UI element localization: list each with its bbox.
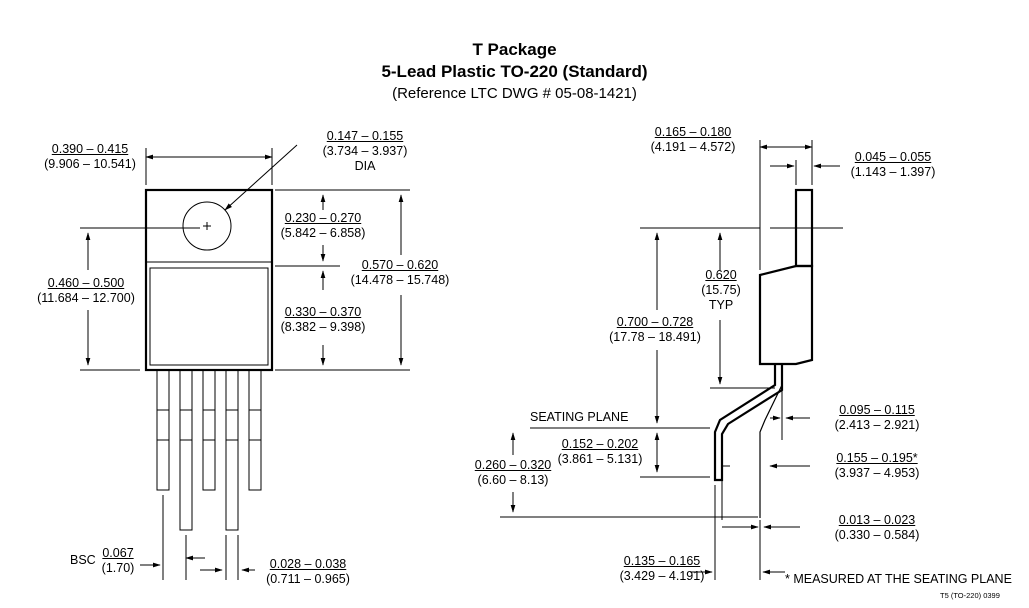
drawing-title: T Package (472, 40, 557, 59)
width-dim: 0.390 – 0.415(9.906 – 10.541) (44, 142, 136, 171)
left-height-dim: 0.460 – 0.500(11.684 – 12.700) (37, 276, 135, 305)
bsc-label: BSC (70, 553, 96, 567)
lead-thickness-dim: 0.013 – 0.023(0.330 – 0.584) (834, 513, 920, 542)
front-view-outline (144, 188, 274, 531)
overall-dim: 0.700 – 0.728(17.78 – 18.491) (609, 315, 701, 344)
lead-pitch-dim: 0.067(1.70) (101, 546, 135, 575)
seating-plane-label: SEATING PLANE (530, 410, 629, 424)
lead-width-dim: 0.028 – 0.038(0.711 – 0.965) (266, 557, 350, 586)
lead-length-dim: 0.260 – 0.320(6.60 – 8.13) (474, 458, 552, 487)
hole-center-dim: 0.230 – 0.270(5.842 – 6.858) (280, 211, 366, 240)
tab-thickness-dim: 0.045 – 0.055(1.143 – 1.397) (850, 150, 936, 179)
tab-height-dim: 0.570 – 0.620(14.478 – 15.748) (350, 258, 450, 287)
offset1-dim: 0.095 – 0.115(2.413 – 2.921) (834, 403, 920, 432)
offset2-dim: 0.155 – 0.195*(3.937 – 4.953) (834, 451, 920, 480)
drawing-subtitle: 5-Lead Plastic TO-220 (Standard) (381, 62, 648, 81)
lower-body-dim: 0.330 – 0.370(8.382 – 9.398) (280, 305, 366, 334)
foot-dim: 0.135 – 0.165(3.429 – 4.191) (619, 554, 705, 583)
hole-dim: 0.147 – 0.155(3.734 – 3.937)DIA (322, 129, 408, 173)
side-view-outline (713, 188, 814, 482)
side-view-lead (759, 384, 783, 518)
body-thickness-dim: 0.165 – 0.180(4.191 – 4.572) (650, 125, 736, 154)
footnote: * MEASURED AT THE SEATING PLANE (785, 572, 1012, 586)
reference-note: (Reference LTC DWG # 05-08-1421) (392, 85, 637, 102)
standoff-dim: 0.152 – 0.202(3.861 – 5.131) (557, 437, 643, 466)
typ-dim: 0.620(15.75)TYP (701, 268, 741, 312)
drawing-code: T5 (TO-220) 0399 (940, 591, 1000, 600)
